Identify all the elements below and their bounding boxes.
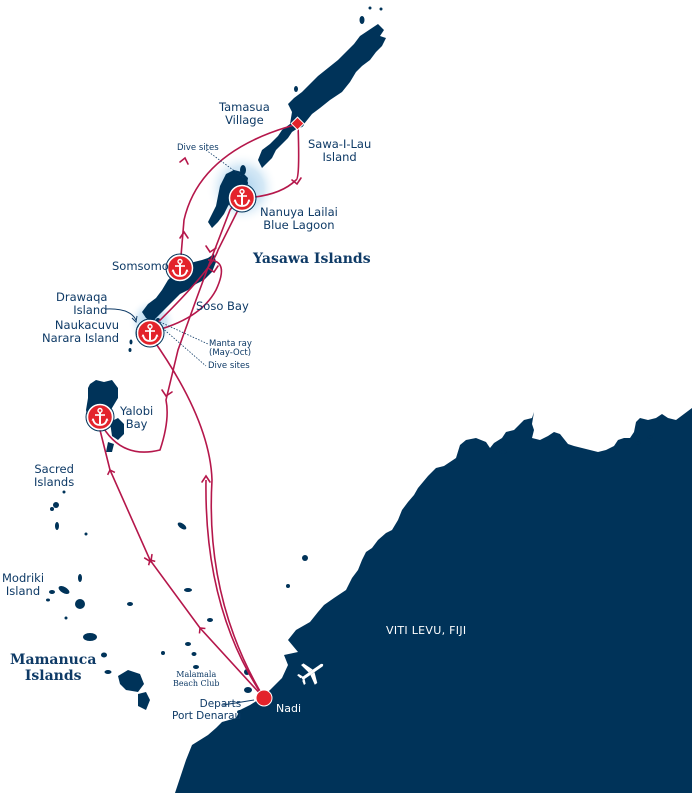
label-soso-bay: Soso Bay [196,299,249,313]
yasawa-northern-island [258,24,386,168]
mamanuca-islets [46,490,213,710]
label-manta-ray: Manta ray(May-Oct) [209,339,252,358]
leader-lines [159,149,245,367]
airplane-icon [297,663,324,685]
label-somsomo: Somsomo [112,259,169,273]
route-naukacuvu-denarau [151,337,265,699]
yalobi-south-island [110,418,124,440]
viti-levu-landmass [175,408,692,793]
label-nadi: Nadi [276,702,302,715]
somsomo-island [142,254,216,322]
departure-dot-icon[interactable] [255,689,273,707]
route-tamasua-nanuya [243,123,300,199]
coastal-islets [237,435,653,714]
drawaqa-pointer [105,308,137,321]
route-arrows [143,156,302,564]
departs-pointer [222,699,255,706]
route-soso-loop [149,259,223,333]
route-somsomo-tamasua [179,123,299,269]
cruise-routes [97,123,300,699]
anchor-icon[interactable] [85,402,115,432]
label-dive-sites-north: Dive sites [177,143,219,153]
anchor-icon[interactable] [165,253,195,283]
route-yalobi-loop [99,189,245,453]
route-return-denarau [205,479,265,699]
anchor-icon[interactable] [135,318,165,348]
route-nanuya-soso [149,209,239,331]
route-denarau-yalobi [97,421,265,699]
label-viti-levu: VITI LEVU, FIJI [386,624,467,637]
label-dive-sites-south: Dive sites [208,361,250,371]
diamond-icon[interactable] [290,116,305,131]
anchor-icon[interactable] [227,183,257,213]
label-yasawa-islands: Yasawa Islands [253,251,371,267]
